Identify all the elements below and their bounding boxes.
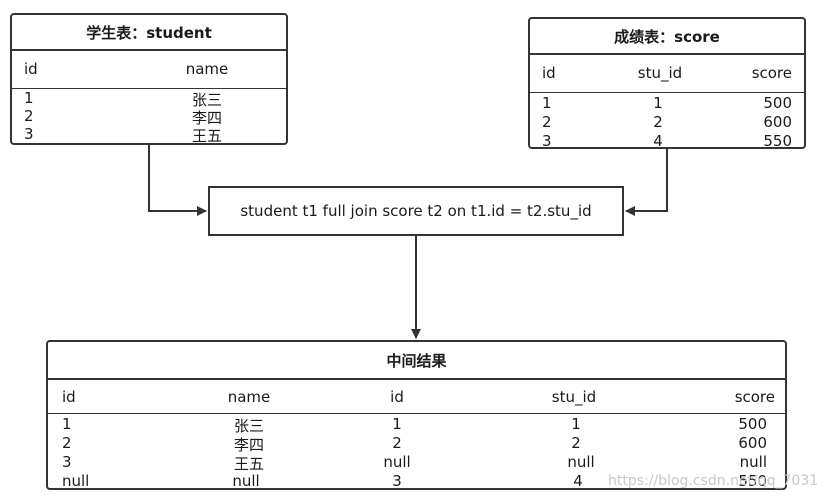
column-header-id: id (62, 388, 76, 406)
table-cell: 500 (738, 415, 767, 433)
table-cell: 2 (571, 434, 581, 452)
table-cell: 1 (62, 415, 72, 433)
table-cell: 3 (24, 125, 34, 143)
student-table-header: id name (12, 51, 286, 89)
table-row: 1 张三 1 1 500 (48, 415, 785, 435)
column-header-id: id (542, 64, 556, 82)
table-cell: 550 (763, 132, 792, 150)
column-header-name: name (227, 388, 271, 406)
score-table-header: id stu_id score (530, 55, 804, 93)
table-cell: 1 (542, 94, 552, 112)
result-table: 中间结果 id name id stu_id score 1 张三 1 1 50… (46, 340, 787, 490)
table-cell: 张三 (233, 417, 265, 435)
score-table-title: 成绩表：score (530, 19, 804, 55)
table-row: null null 3 4 550 (48, 472, 785, 491)
table-row: 2 2 600 (530, 113, 804, 132)
table-cell: 2 (392, 434, 402, 452)
student-to-join-arrow (148, 145, 207, 216)
table-cell: 4 (653, 132, 663, 150)
table-row: 1 张三 (12, 89, 286, 109)
column-header-id: id (390, 388, 404, 406)
table-row: 2 李四 2 2 600 (48, 434, 785, 454)
table-cell: 1 (24, 89, 34, 107)
table-cell: 4 (573, 472, 583, 490)
table-cell: 李四 (233, 436, 265, 454)
table-row: 2 李四 (12, 107, 286, 127)
join-expression-box: student t1 full join score t2 on t1.id =… (208, 186, 624, 236)
table-cell: 2 (653, 113, 663, 131)
score-to-join-arrow (625, 149, 668, 216)
result-table-header: id name id stu_id score (48, 380, 785, 414)
student-table: 学生表：student id name 1 张三 2 李四 3 王五 (10, 13, 288, 145)
table-row: 3 王五 null null null (48, 453, 785, 473)
result-table-title: 中间结果 (48, 342, 785, 380)
score-table: 成绩表：score id stu_id score 1 1 500 2 2 60… (528, 17, 806, 151)
table-cell: 李四 (191, 109, 223, 127)
student-table-title: 学生表：student (12, 15, 286, 51)
table-cell: 600 (763, 113, 792, 131)
join-expression-label: student t1 full join score t2 on t1.id =… (240, 202, 592, 220)
table-cell: null (567, 453, 595, 471)
column-header-id: id (24, 60, 38, 78)
table-cell: null (383, 453, 411, 471)
table-cell: 1 (392, 415, 402, 433)
column-header-stu-id: stu_id (637, 64, 683, 82)
table-cell: 1 (571, 415, 581, 433)
table-cell: 王五 (191, 127, 223, 145)
column-header-name: name (185, 60, 229, 78)
table-cell: 张三 (191, 91, 223, 109)
column-header-score: score (751, 64, 792, 82)
table-cell: 3 (392, 472, 402, 490)
table-cell: 3 (542, 132, 552, 150)
table-cell: null (739, 453, 767, 471)
table-cell: 1 (653, 94, 663, 112)
watermark-text: https://blog.csdn.net/qq_7031 (608, 473, 819, 489)
table-cell: 2 (24, 107, 34, 125)
table-cell: null (232, 472, 260, 490)
table-row: 3 4 550 (530, 132, 804, 151)
table-cell: 550 (738, 472, 767, 490)
table-row: 3 王五 (12, 125, 286, 145)
table-row: 1 1 500 (530, 94, 804, 113)
table-cell: 2 (542, 113, 552, 131)
table-cell: 3 (62, 453, 72, 471)
table-cell: 2 (62, 434, 72, 452)
table-cell: 王五 (233, 455, 265, 473)
table-cell: 500 (763, 94, 792, 112)
column-header-stu-id: stu_id (551, 388, 597, 406)
table-cell: 600 (738, 434, 767, 452)
column-header-score: score (734, 388, 775, 406)
table-cell: null (62, 472, 90, 490)
